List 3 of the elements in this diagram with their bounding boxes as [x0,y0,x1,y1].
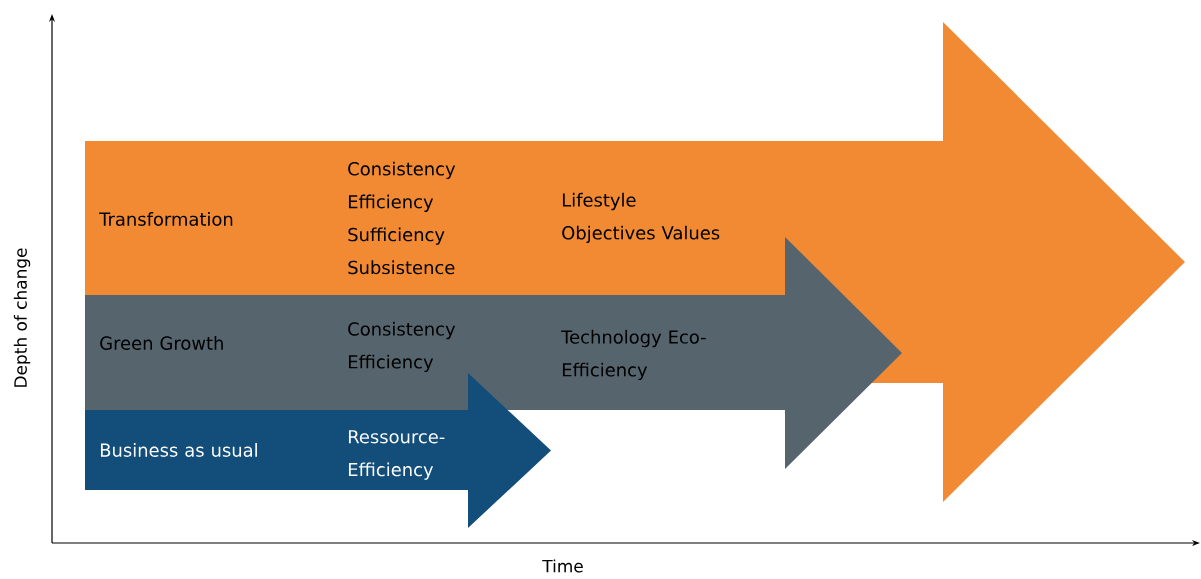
arrow-band: Business as usual Ressource-Efficiency [85,373,551,528]
axis-title: Time [542,559,583,573]
axis-title: Depth of change [13,248,31,387]
